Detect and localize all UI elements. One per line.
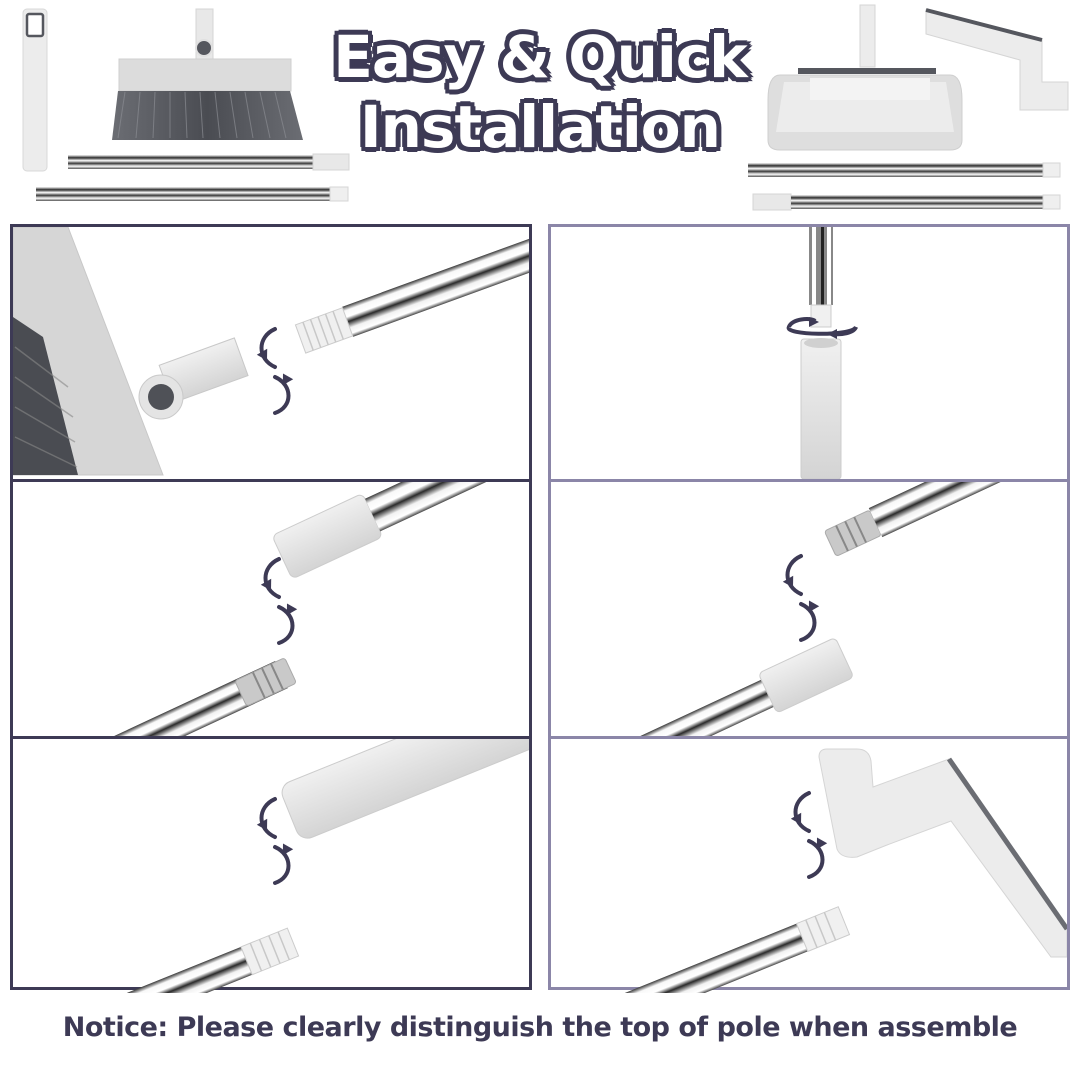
pole-section-upper	[68, 153, 350, 171]
pole-section-lower	[36, 186, 349, 202]
rotate-arrows-icon	[254, 327, 296, 415]
dustpan	[767, 4, 963, 151]
broom-head	[112, 8, 303, 140]
dustpan-parts-illustration	[748, 4, 1069, 211]
step-scraper-handle-panel	[551, 739, 1067, 993]
rotate-arrows-icon	[786, 317, 858, 339]
step-handle-panel	[13, 739, 529, 993]
rotate-arrows-icon	[254, 797, 296, 885]
dustpan-assembly-column	[548, 224, 1070, 993]
title-line-1: Easy & Quick	[332, 22, 749, 93]
row-divider	[551, 736, 1067, 739]
row-divider	[13, 736, 529, 739]
assembly-notice: Notice: Please clearly distinguish the t…	[62, 1012, 1018, 1043]
title-line-2: Installation	[359, 92, 723, 163]
broom-parts-illustration	[22, 8, 350, 202]
step-dustpan-panel	[551, 227, 1067, 481]
pole-section-lower	[752, 193, 1061, 211]
broom-assembly-column	[10, 224, 532, 993]
step-pole-join-panel	[551, 482, 1067, 736]
rotate-arrows-icon	[788, 791, 830, 879]
step-pole-join-panel	[13, 482, 529, 736]
row-divider	[13, 479, 529, 482]
pole-section-upper	[748, 162, 1061, 178]
step-broom-head-panel	[13, 227, 529, 481]
comb-scraper	[925, 8, 1069, 111]
row-divider	[551, 479, 1067, 482]
page-title: Easy & Quick Installation	[330, 22, 750, 163]
rotate-arrows-icon	[780, 554, 822, 642]
handle-grip	[22, 8, 48, 172]
